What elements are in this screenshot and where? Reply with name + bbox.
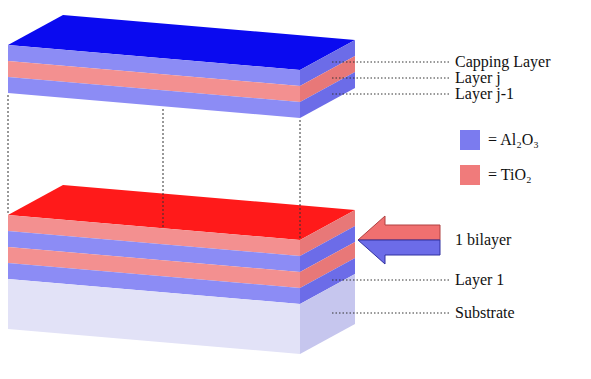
dotted-guide [163,109,164,227]
layer-label: Capping Layer [455,53,551,71]
layer-side-face [300,274,355,354]
leader-lines [332,62,451,313]
leader-line [332,313,451,314]
leader-line [332,62,451,63]
layer-label: Layer j-1 [455,85,514,103]
slabs [8,15,355,354]
arrow-top-half [358,216,440,240]
legend-swatch [460,165,480,185]
dotted-guide [8,95,9,213]
layer-label: Layer j [455,69,501,87]
dotted-guide [300,120,301,238]
legend-text: = TiO₂ [488,166,532,184]
layer-front-face [8,279,300,354]
layer-front-face [8,77,300,118]
leader-line [332,280,451,281]
layer-side-face [300,72,355,118]
bilayer-label: 1 bilayer [455,231,511,249]
layer-label: Substrate [455,304,515,322]
arrow-bottom-half [358,240,440,264]
legend-text: = Al₂O₃ [488,131,539,149]
bilayer-arrow [358,216,440,264]
stack-gap-guides [8,95,300,238]
leader-line [332,94,451,95]
layer-label: Layer 1 [455,271,504,289]
legend-swatch [460,130,480,150]
leader-line [332,78,451,79]
